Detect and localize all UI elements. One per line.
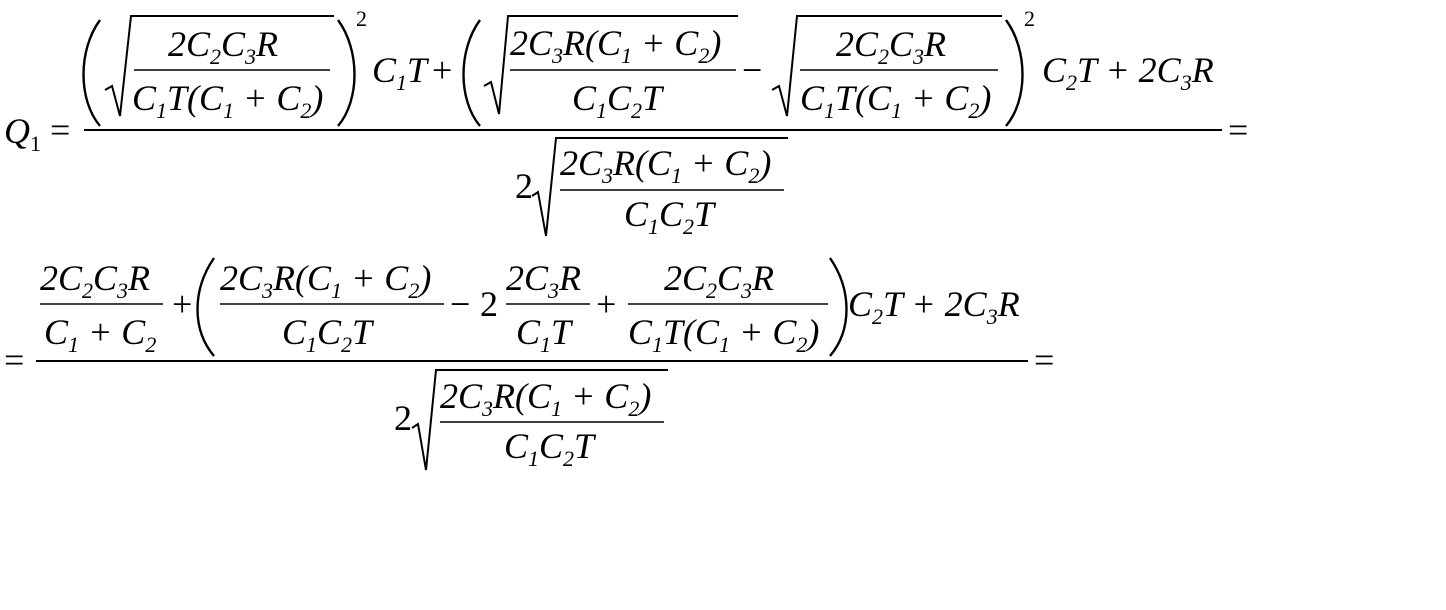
frac2-num: 2C3R(C1 + C2) xyxy=(220,258,431,303)
lhs-letter: Q xyxy=(4,111,30,151)
exp-b: 2 xyxy=(1024,6,1035,31)
eq-sign-1: = xyxy=(50,110,70,150)
sqrtA-den: C1T(C1 + C2) xyxy=(132,78,323,123)
right-paren-b xyxy=(1005,19,1024,127)
frac2-den: C1C2T xyxy=(282,312,375,357)
frac4-num: 2C2C3R xyxy=(664,258,774,303)
minus-1: − xyxy=(742,50,762,90)
tail-2: C2T + 2C3R xyxy=(848,284,1020,329)
trail-eq-2: = xyxy=(1034,340,1054,380)
frac1-num: 2C2C3R xyxy=(40,258,150,303)
frac3-num: 2C3R xyxy=(506,258,581,303)
tail-1: C2T + 2C3R xyxy=(1042,50,1214,95)
sqrt-sign-a xyxy=(104,15,334,117)
equation-line-2: = 2C2C3R C1 + C2 + 2C3R(C1 + C2) C1C2T −… xyxy=(4,257,1054,471)
sqrtC-num: 2C2C3R xyxy=(836,24,946,69)
trail-eq-1: = xyxy=(1228,110,1248,150)
den-sqrt-den-2: C1C2T xyxy=(504,426,597,471)
sqrt-sign-den-1 xyxy=(531,137,788,237)
sqrt-sign-den-2 xyxy=(411,369,668,471)
plus-3: + xyxy=(596,284,616,324)
den-sqrt-num-2: 2C3R(C1 + C2) xyxy=(440,376,651,421)
left-paren-a xyxy=(82,19,101,127)
frac1-den: C1 + C2 xyxy=(44,312,156,357)
term1: C1T xyxy=(372,50,430,95)
frac3-den: C1T xyxy=(516,312,574,357)
den-coef-1: 2 xyxy=(515,166,533,206)
plus-1: + xyxy=(432,50,452,90)
den-coef-2: 2 xyxy=(394,398,412,438)
coef-2: 2 xyxy=(480,284,498,324)
sqrtB-den: C1C2T xyxy=(572,78,665,123)
minus-2: − xyxy=(450,284,470,324)
sqrt-sign-c xyxy=(771,15,1002,117)
left-paren-c xyxy=(196,257,215,357)
sqrt-sign-b xyxy=(483,15,738,115)
sqrtB-num: 2C3R(C1 + C2) xyxy=(510,23,721,68)
eq-sign-2: = xyxy=(4,340,24,380)
den-sqrt-den-1: C1C2T xyxy=(624,194,717,239)
sqrtA-num: 2C2C3R xyxy=(168,24,278,69)
lhs-index: 1 xyxy=(30,131,41,156)
left-paren-b xyxy=(462,19,481,127)
right-paren-a xyxy=(337,19,356,127)
den-sqrt-num-1: 2C3R(C1 + C2) xyxy=(560,143,771,188)
equation-line-1: Q 1 = 2C2C3R C1T(C1 + C2) 2 C1T + 2C3R(C… xyxy=(4,6,1248,239)
right-paren-c xyxy=(829,257,848,357)
plus-2: + xyxy=(172,284,192,324)
exp-a: 2 xyxy=(356,6,367,31)
frac4-den: C1T(C1 + C2) xyxy=(628,312,819,357)
sqrtC-den: C1T(C1 + C2) xyxy=(800,78,991,123)
